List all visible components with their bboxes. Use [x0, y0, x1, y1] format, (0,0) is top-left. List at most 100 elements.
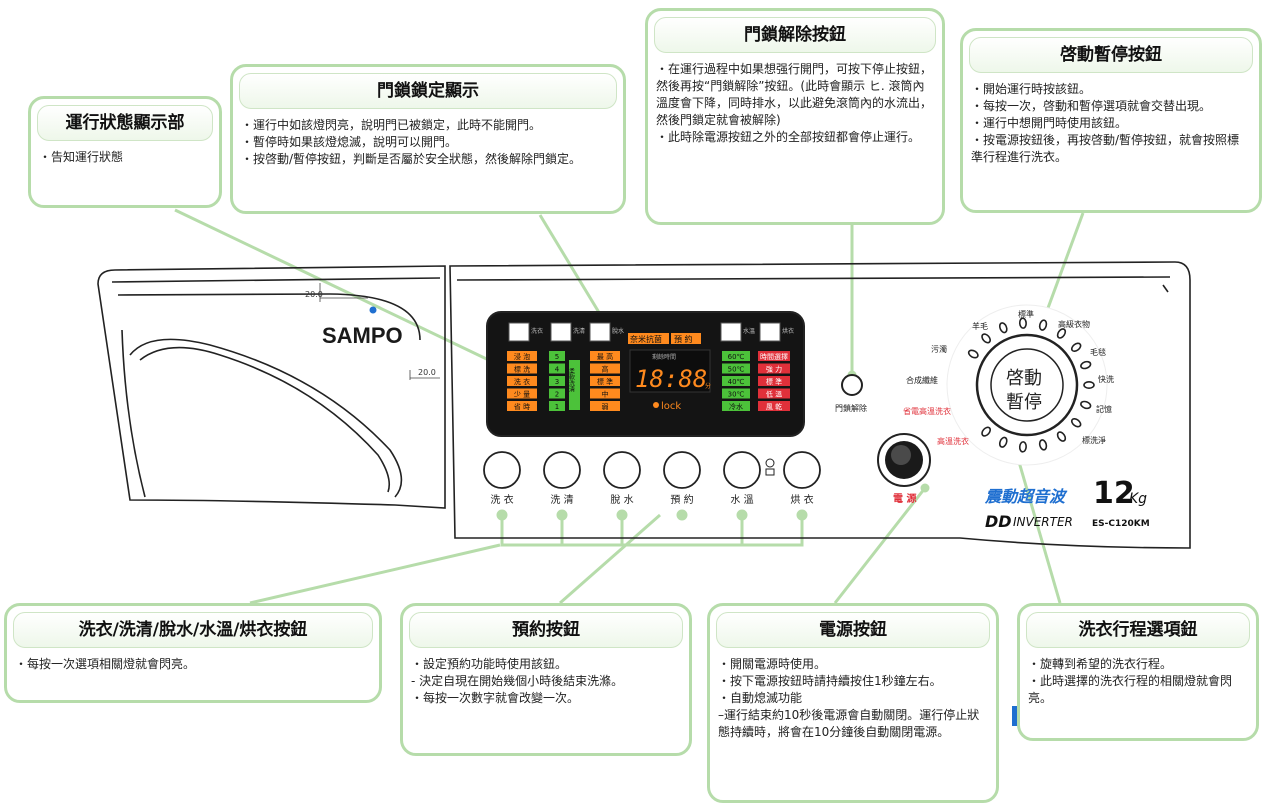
lamp — [722, 376, 750, 386]
callout-line: ・告知運行狀態 — [39, 150, 124, 164]
lamp — [758, 388, 790, 399]
lamp — [507, 388, 537, 399]
dial-notch — [998, 322, 1008, 334]
lamp-label: 3 — [555, 378, 559, 386]
icon-wash-text: 洗衣 — [531, 327, 543, 335]
lamp — [722, 363, 750, 374]
callout-power: 電源按鈕 ・開關電源時使用。 ・按下電源按鈕時請持續按住1秒鐘左右。 ・自動熄滅… — [707, 603, 999, 803]
pause-label: 暫停 — [1006, 392, 1042, 413]
function-button-2[interactable] — [543, 451, 581, 489]
callout-line: ・在運行過程中如果想强行開門，可按下停止按鈕，然後再按“門鎖解除”按鈕。(此時會… — [656, 62, 933, 127]
door-release-button[interactable] — [841, 374, 863, 396]
lamp-label: 洗 衣 — [514, 377, 530, 386]
callout-program-selector: 洗衣行程選項鈕 ・旋轉到希望的洗衣行程。 ・此時選擇的洗衣行程的相關燈就會閃亮。 — [1017, 603, 1259, 741]
dim-label-1: 20.0 — [305, 290, 323, 299]
spin-icon — [589, 322, 611, 342]
blue-fragment — [1012, 706, 1018, 726]
callout-line: - 決定自現在開始幾個小時後結束洗滌。 — [411, 674, 624, 688]
lamp — [507, 351, 537, 361]
callout-line: ・按電源按鈕後，再按啓動/暫停按鈕，就會按照標準行程進行洗衣。 — [971, 133, 1240, 164]
program-standard: 標準 — [1018, 309, 1034, 319]
nano-label-box — [628, 333, 669, 344]
function-button-1[interactable] — [483, 451, 521, 489]
program-hot-wash: 高溫洗衣 — [937, 436, 969, 446]
remaining-time-label: 剩餘時間 — [652, 353, 676, 361]
lamp-label: 中 — [602, 390, 609, 399]
function-button-4[interactable] — [663, 451, 701, 489]
function-button-6[interactable] — [783, 451, 821, 489]
lamp-label: 5 — [555, 353, 559, 361]
dial-notch — [1080, 400, 1092, 410]
model-number: ES-C120KM — [1092, 519, 1150, 529]
brand-dot — [369, 306, 377, 314]
lamp-label: 30℃ — [728, 391, 745, 399]
lamp — [758, 351, 790, 361]
dial-notch — [1038, 319, 1048, 331]
start-label: 啓動 — [1006, 368, 1042, 389]
callout-line: ・開關電源時使用。 — [718, 657, 827, 671]
lock-text: lock — [661, 401, 681, 412]
function-button-3[interactable] — [603, 451, 641, 489]
lamp-label: 2 — [555, 391, 559, 399]
callout-line: ・自動熄滅功能 — [718, 691, 803, 705]
lamp-label: 標 準 — [597, 377, 613, 386]
dial-notch — [967, 349, 979, 359]
callout-line: ・每按一次選項相關燈就會閃亮。 — [15, 657, 196, 671]
brand-logo: SAMPO — [322, 323, 403, 348]
callout-line: –運行結束約10秒後電源會自動關閉。運行停止狀態持續時，將會在10分鐘後自動關閉… — [718, 708, 980, 739]
callout-title: 電源按鈕 — [716, 612, 990, 648]
dial-notch — [1056, 328, 1067, 339]
lamp — [590, 363, 620, 374]
callout-start-pause: 啓動暫停按鈕 ・開始運行時按該鈕。 ・每按一次，啓動和暫停選項就會交替出現。 ・… — [960, 28, 1262, 213]
program-eco-hot: 省電高溫洗衣 — [903, 406, 951, 416]
lamp-label: 強 力 — [766, 365, 782, 374]
lamp-label: 低 溫 — [766, 390, 782, 399]
callout-line: ・旋轉到希望的洗衣行程。 — [1028, 657, 1173, 671]
function-buttons: 洗 衣洗 清脫 水預 約水 溫烘 衣 — [483, 451, 821, 506]
minute-unit: 分 — [705, 382, 711, 390]
slogan-logo: 震動超音波 — [984, 487, 1068, 506]
dial-notch — [981, 426, 992, 437]
callout-door-lock-indicator: 門鎖鎖定顯示 ・運行中如該燈閃亮，說明門已被鎖定，此時不能開門。 ・暫停時如果該… — [230, 64, 626, 214]
dial-notch — [1070, 417, 1082, 428]
nano-label: 奈米抗菌 — [630, 334, 662, 344]
lamp — [758, 376, 790, 386]
program-delicate: 高級衣物 — [1058, 319, 1090, 329]
callout-line: ・每按一次，啓動和暫停選項就會交替出現。 — [971, 99, 1212, 113]
lamp-label: 高 — [602, 365, 609, 374]
function-button-label: 洗 衣 — [490, 493, 513, 506]
callout-line: ・運行中如該燈閃亮，說明門已被鎖定，此時不能開門。 — [241, 118, 542, 132]
lamp-label: 60℃ — [728, 353, 745, 361]
lamp — [758, 363, 790, 374]
dial-notch — [1018, 441, 1027, 453]
dial-notch — [1080, 360, 1092, 370]
lamp — [549, 363, 565, 374]
lamp-label: 浸 泡 — [514, 352, 530, 361]
lamp — [758, 401, 790, 411]
function-button-5[interactable] — [723, 451, 761, 489]
power-label: 電 源 — [893, 492, 916, 505]
lamp — [590, 351, 620, 361]
program-wool: 羊毛 — [972, 321, 988, 331]
lamp-label: 冷水 — [729, 402, 743, 411]
callout-title: 洗衣/洗清/脫水/水溫/烘衣按鈕 — [13, 612, 373, 648]
lamp — [507, 401, 537, 411]
dry-icon — [759, 322, 781, 342]
function-button-label: 烘 衣 — [790, 493, 813, 506]
timer-label-box — [671, 333, 701, 344]
lamp-label: 時間選擇 — [760, 352, 788, 361]
callout-line: ・設定預約功能時使用該鈕。 — [411, 657, 568, 671]
callout-function-buttons: 洗衣/洗清/脫水/水溫/烘衣按鈕 ・每按一次選項相關燈就會閃亮。 — [4, 603, 382, 703]
program-heavy: 污濁 — [931, 344, 947, 354]
spin-column: 最 高高標 準中弱 — [590, 351, 620, 411]
lamp — [590, 388, 620, 399]
program-dial[interactable] — [946, 304, 1108, 466]
door-housing — [97, 265, 446, 509]
lamp-label: 標 準 — [766, 377, 782, 386]
lamp-label: 4 — [555, 366, 560, 374]
function-button-label: 預 約 — [670, 493, 693, 506]
dim-label-2: 20.0 — [418, 368, 436, 377]
lamp — [590, 401, 620, 411]
